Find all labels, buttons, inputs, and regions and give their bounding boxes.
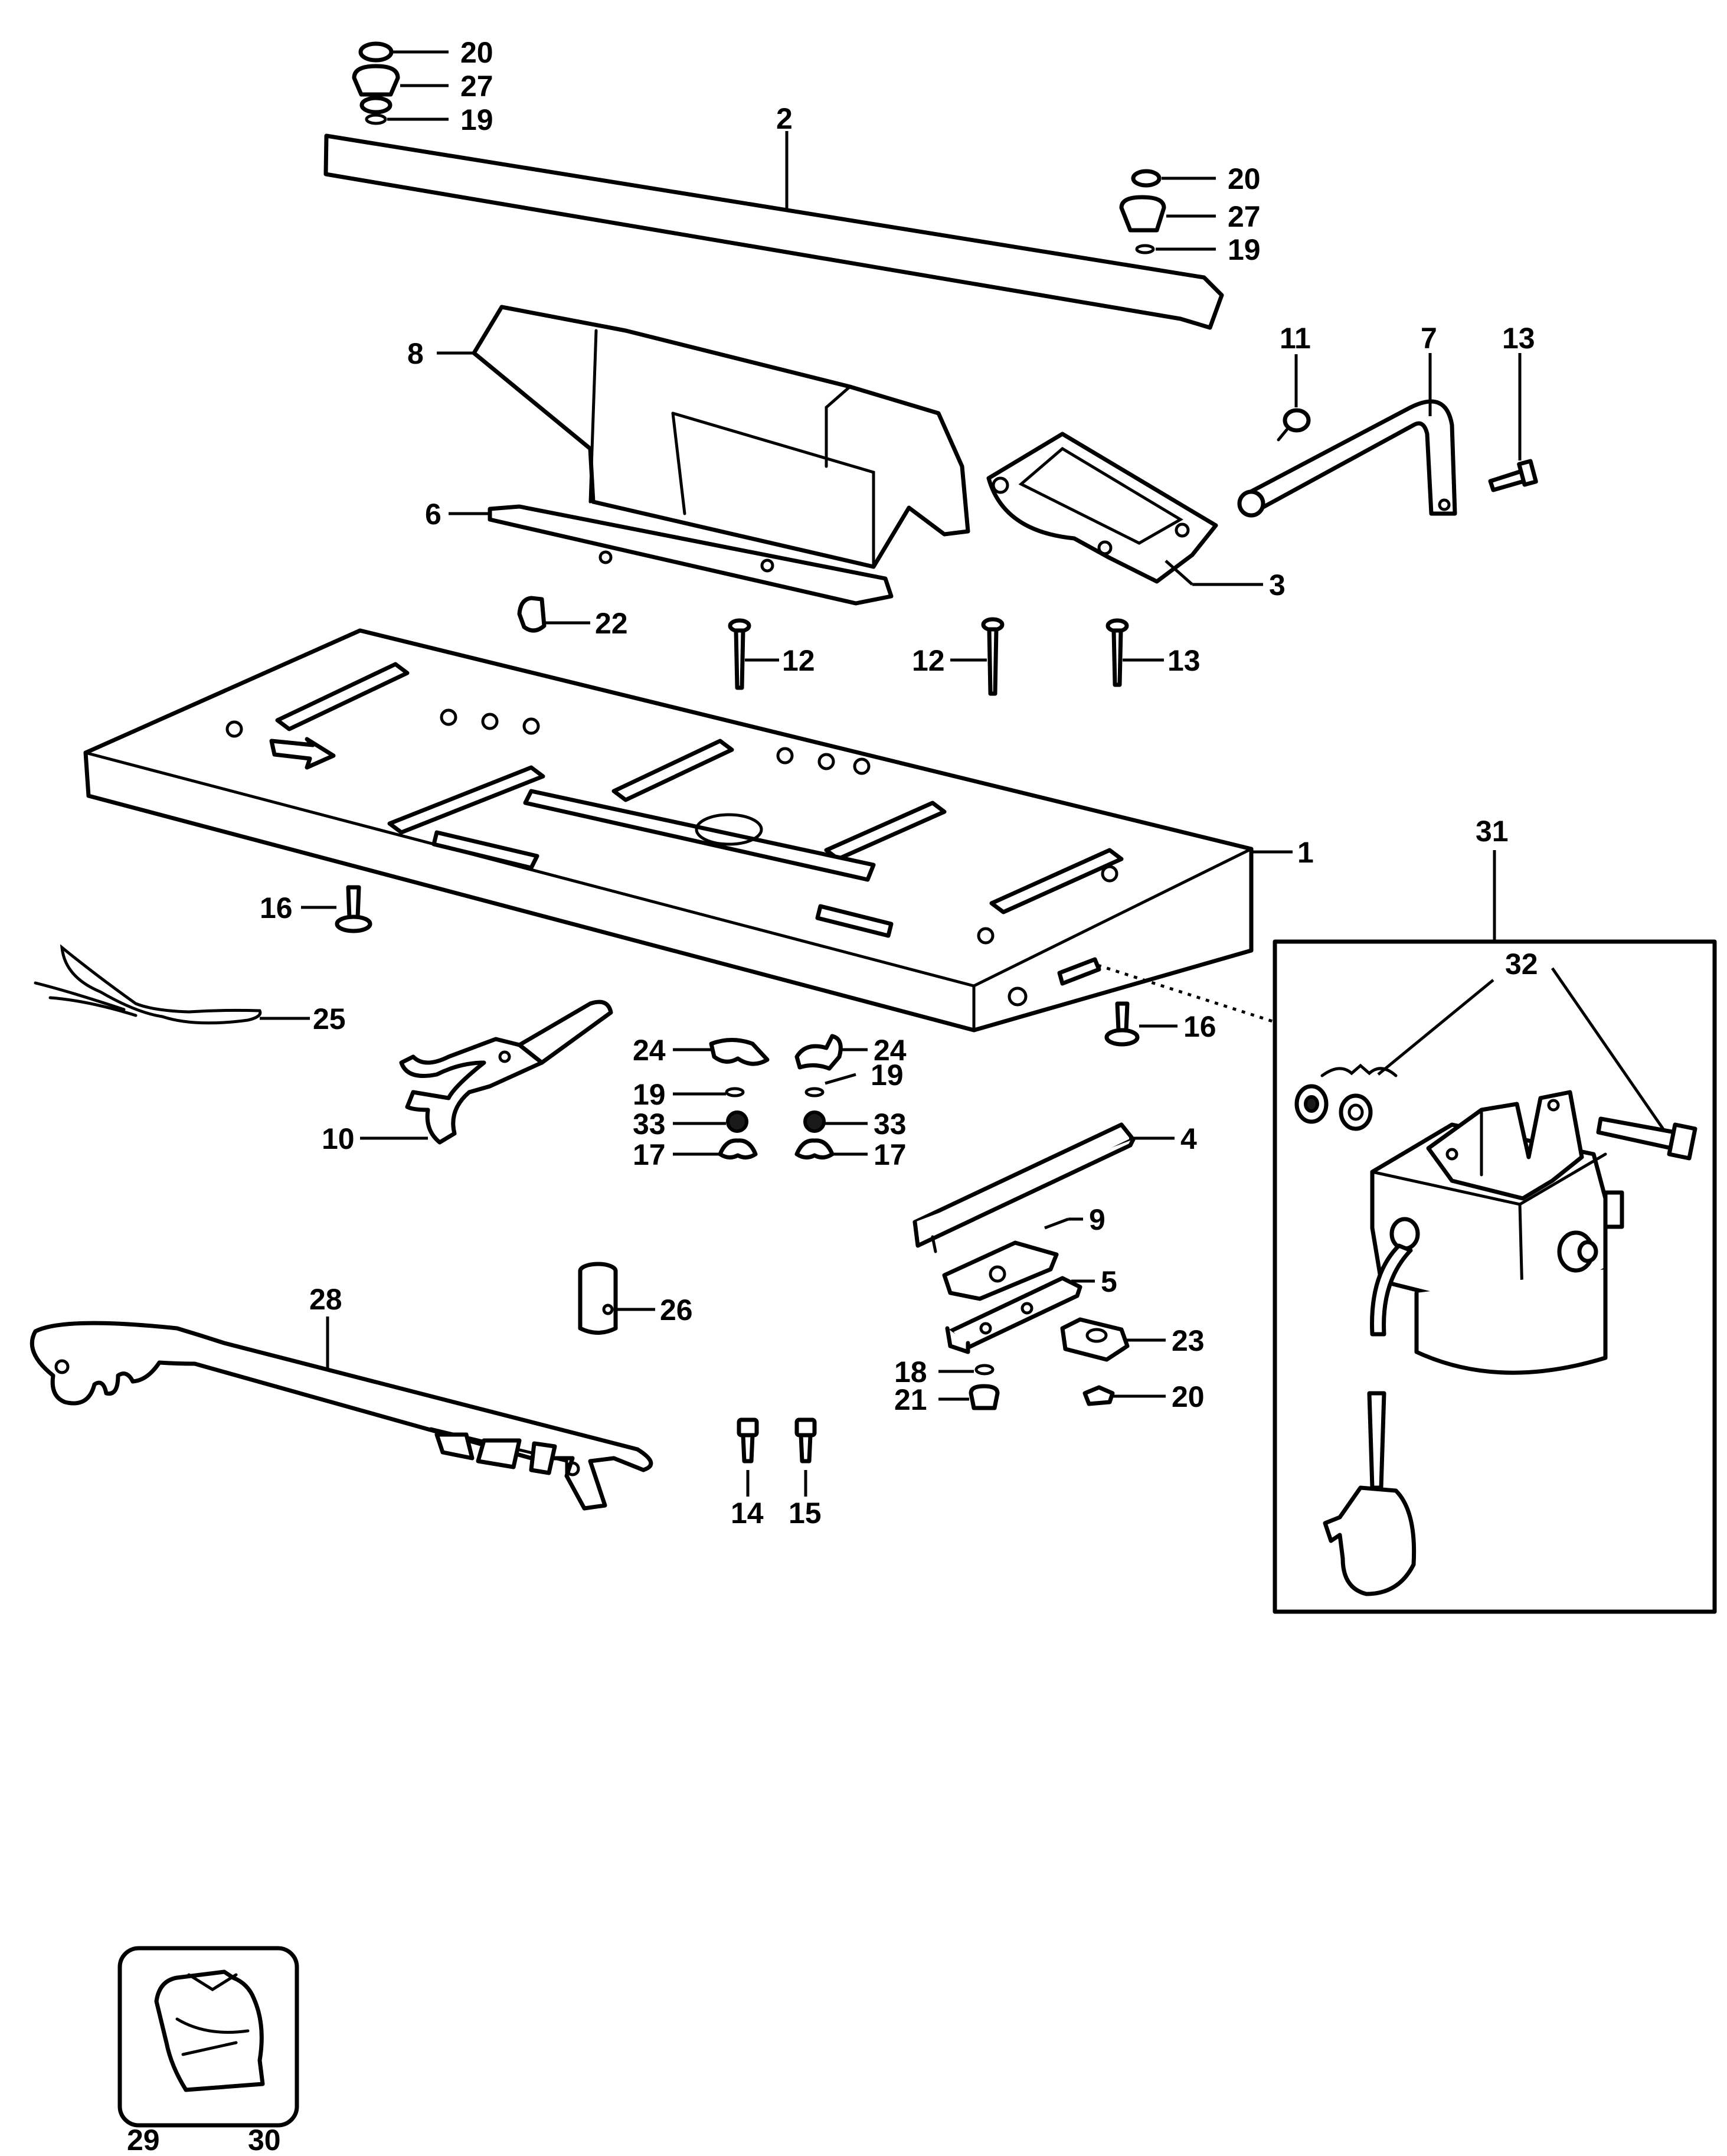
label-12-left: 12 — [782, 644, 815, 677]
label-33-right: 33 — [874, 1108, 907, 1141]
label-24-right: 24 — [874, 1034, 907, 1067]
label-19-top-left: 19 — [460, 103, 493, 136]
guard-rail — [488, 504, 894, 606]
screw-long-3 — [1105, 618, 1129, 687]
cap-small — [517, 596, 547, 633]
label-32: 32 — [1505, 948, 1538, 981]
label-12-right: 12 — [912, 644, 945, 677]
label-22: 22 — [595, 607, 628, 640]
thumb-screw-right — [1104, 1001, 1140, 1047]
label-5: 5 — [1101, 1265, 1117, 1298]
label-27-top-left: 27 — [460, 70, 493, 103]
guard-bracket — [986, 432, 1218, 584]
label-8: 8 — [407, 337, 424, 370]
label-13-top: 13 — [1502, 322, 1535, 355]
strap — [34, 944, 262, 1025]
label-28: 28 — [309, 1283, 342, 1316]
label-2: 2 — [776, 102, 793, 135]
label-20-top-left: 20 — [460, 36, 493, 69]
label-23: 23 — [1172, 1324, 1205, 1357]
fastener-set-left — [709, 1038, 770, 1159]
label-20-bottom: 20 — [1172, 1380, 1205, 1413]
label-10: 10 — [322, 1122, 355, 1155]
square-nut — [1082, 1385, 1115, 1406]
label-3: 3 — [1269, 569, 1286, 602]
label-25: 25 — [313, 1002, 346, 1035]
label-27-top-right: 27 — [1228, 200, 1261, 233]
saw-table — [83, 628, 1254, 1033]
label-33-left: 33 — [633, 1108, 666, 1141]
screw-long-2 — [981, 617, 1005, 696]
motor — [1323, 1090, 1624, 1596]
label-17-left: 17 — [633, 1138, 666, 1171]
label-21: 21 — [894, 1383, 927, 1416]
label-19-right: 19 — [871, 1059, 904, 1092]
label-14: 14 — [731, 1497, 764, 1530]
label-26: 26 — [660, 1293, 693, 1327]
label-16-left: 16 — [260, 891, 293, 925]
label-24-left: 24 — [633, 1034, 666, 1067]
label-19-left: 19 — [633, 1078, 666, 1111]
motor-bolt — [1596, 1116, 1697, 1161]
bolt-right — [1488, 459, 1538, 492]
screw-small — [1277, 408, 1311, 442]
adjusting-plate — [942, 1240, 1059, 1301]
push-stick — [30, 1321, 653, 1511]
label-7: 7 — [1421, 322, 1437, 355]
block-nut — [1060, 1317, 1130, 1362]
label-9: 9 — [1089, 1203, 1105, 1236]
label-20-top-right: 20 — [1228, 162, 1261, 195]
knob-set-top-right — [1119, 169, 1166, 254]
blade-guard — [472, 305, 970, 569]
parts-bag-box — [117, 1946, 299, 2128]
label-6: 6 — [425, 498, 441, 531]
motor-nut-washer — [1294, 1084, 1373, 1131]
label-18: 18 — [894, 1355, 927, 1389]
label-19-top-right: 19 — [1228, 233, 1261, 266]
knob-set-top-left — [352, 41, 400, 125]
label-15: 15 — [789, 1497, 822, 1530]
bolt-15 — [794, 1417, 817, 1464]
bolt-14 — [737, 1417, 759, 1464]
label-17-right: 17 — [874, 1138, 907, 1171]
label-16-right: 16 — [1183, 1010, 1216, 1043]
label-31: 31 — [1476, 815, 1509, 848]
label-4: 4 — [1180, 1122, 1197, 1155]
label-29: 29 — [127, 2124, 160, 2156]
label-13-mid: 13 — [1167, 644, 1201, 677]
fastener-set-right — [794, 1034, 843, 1159]
slider — [945, 1276, 1082, 1354]
thumb-screw-left — [335, 885, 372, 933]
fence-bar — [323, 133, 1224, 330]
label-1: 1 — [1297, 836, 1314, 869]
washer-and-nut — [969, 1364, 1000, 1410]
label-30: 30 — [248, 2124, 281, 2156]
screw-long-1 — [728, 618, 751, 690]
sleeve — [578, 1262, 618, 1335]
fork-spanner — [399, 999, 613, 1145]
label-11: 11 — [1280, 322, 1311, 355]
arbor-shaft — [1237, 399, 1457, 518]
